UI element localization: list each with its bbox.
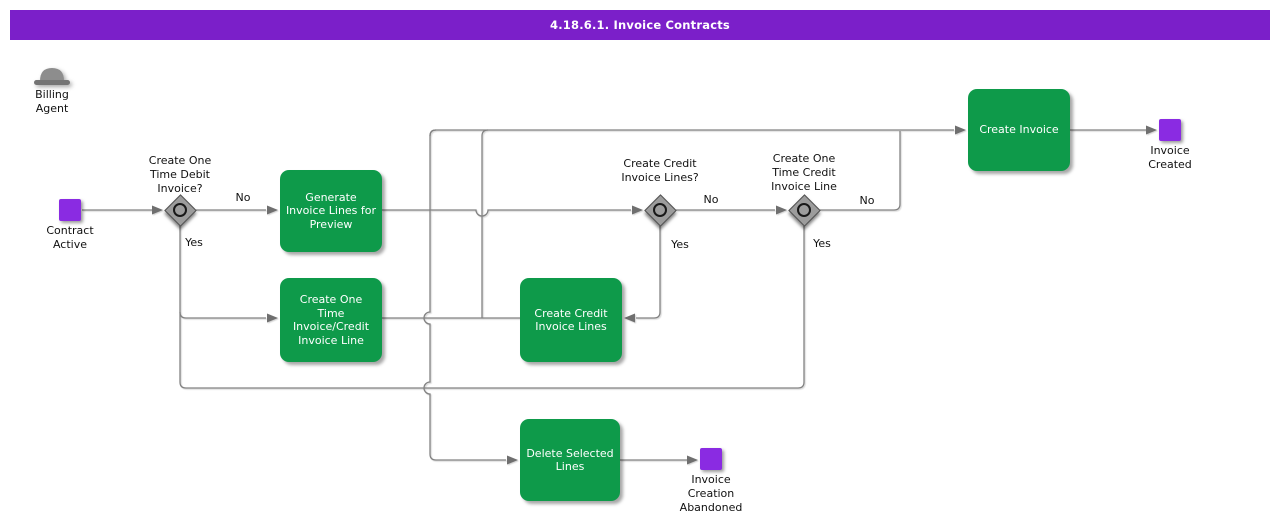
- edge-generate-preview-to-credit-lines-gateway: [382, 205, 643, 217]
- start-event-label: Contract Active: [46, 224, 94, 251]
- edge-debit-yes-bottom-bus-credit-line-yes: [179, 225, 805, 389]
- edge-vertical-to-delete-selected: [423, 129, 518, 465]
- gateway-one-time-debit-question: Create One Time Debit Invoice?: [148, 154, 212, 195]
- bowler-hat-icon: [34, 68, 70, 85]
- gateway-credit-lines-question: Create Credit Invoice Lines?: [621, 157, 699, 184]
- diagram-title-bar: 4.18.6.1. Invoice Contracts: [10, 10, 1270, 40]
- end-event-invoice-creation-abandoned[interactable]: [700, 448, 722, 470]
- edge-create-invoice-to-invoice-created: [1070, 125, 1157, 135]
- gateway-credit-lines-no-label: No: [703, 193, 719, 206]
- edge-debit-no-to-generate-preview: [196, 205, 278, 215]
- end-event-created-label: Invoice Created: [1148, 144, 1192, 171]
- task-label: Create One Time Invoice/Credit Invoice L…: [292, 293, 370, 347]
- task-label: Create Invoice: [979, 123, 1059, 137]
- end-event-abandoned-label: Invoice Creation Abandoned: [679, 473, 743, 514]
- edge-credit-lines-yes-to-create-credit-lines: [624, 226, 661, 323]
- end-event-invoice-created[interactable]: [1159, 119, 1181, 141]
- gateway-debit-yes-label: Yes: [185, 236, 203, 249]
- gateway-credit-line-yes-label: Yes: [813, 237, 831, 250]
- gateway-one-time-debit[interactable]: [164, 194, 197, 227]
- edge-top-bus-to-create-invoice: [429, 125, 966, 137]
- actor-label: Billing Agent: [35, 88, 69, 115]
- gateway-circle-icon: [173, 203, 187, 217]
- task-label: Generate Invoice Lines for Preview: [285, 190, 377, 231]
- edge-start-to-debit-gateway: [82, 205, 163, 215]
- task-label: Create Credit Invoice Lines: [534, 306, 608, 334]
- task-delete-selected-lines[interactable]: Delete Selected Lines: [520, 419, 620, 501]
- start-event-contract-active[interactable]: [59, 199, 81, 221]
- task-generate-invoice-lines-for-preview[interactable]: Generate Invoice Lines for Preview: [280, 170, 382, 252]
- gateway-credit-line-no-label: No: [859, 194, 875, 207]
- edge-credit-lines-no-to-credit-line-gateway: [676, 205, 787, 215]
- gateway-circle-icon: [653, 203, 667, 217]
- gateway-one-time-credit-line[interactable]: [788, 194, 821, 227]
- gateway-credit-invoice-lines[interactable]: [644, 194, 677, 227]
- task-create-invoice[interactable]: Create Invoice: [968, 89, 1070, 171]
- task-label: Delete Selected Lines: [526, 446, 614, 474]
- task-create-one-time-invoice-credit-line[interactable]: Create One Time Invoice/Credit Invoice L…: [280, 278, 382, 362]
- gateway-debit-no-label: No: [235, 191, 251, 204]
- edge-debit-yes-to-one-time-task: [179, 311, 278, 323]
- gateway-credit-line-question: Create One Time Credit Invoice Line: [771, 152, 837, 193]
- edge-merge-vertical-482: [481, 129, 489, 318]
- edge-delete-selected-to-abandoned: [620, 455, 698, 465]
- actor-billing-agent: Billing Agent: [24, 64, 80, 116]
- diagram-title: 4.18.6.1. Invoice Contracts: [550, 18, 730, 32]
- edge-credit-line-no-up-to-bus: [820, 131, 901, 211]
- task-create-credit-invoice-lines[interactable]: Create Credit Invoice Lines: [520, 278, 622, 362]
- gateway-circle-icon: [797, 203, 811, 217]
- gateway-credit-lines-yes-label: Yes: [671, 238, 689, 251]
